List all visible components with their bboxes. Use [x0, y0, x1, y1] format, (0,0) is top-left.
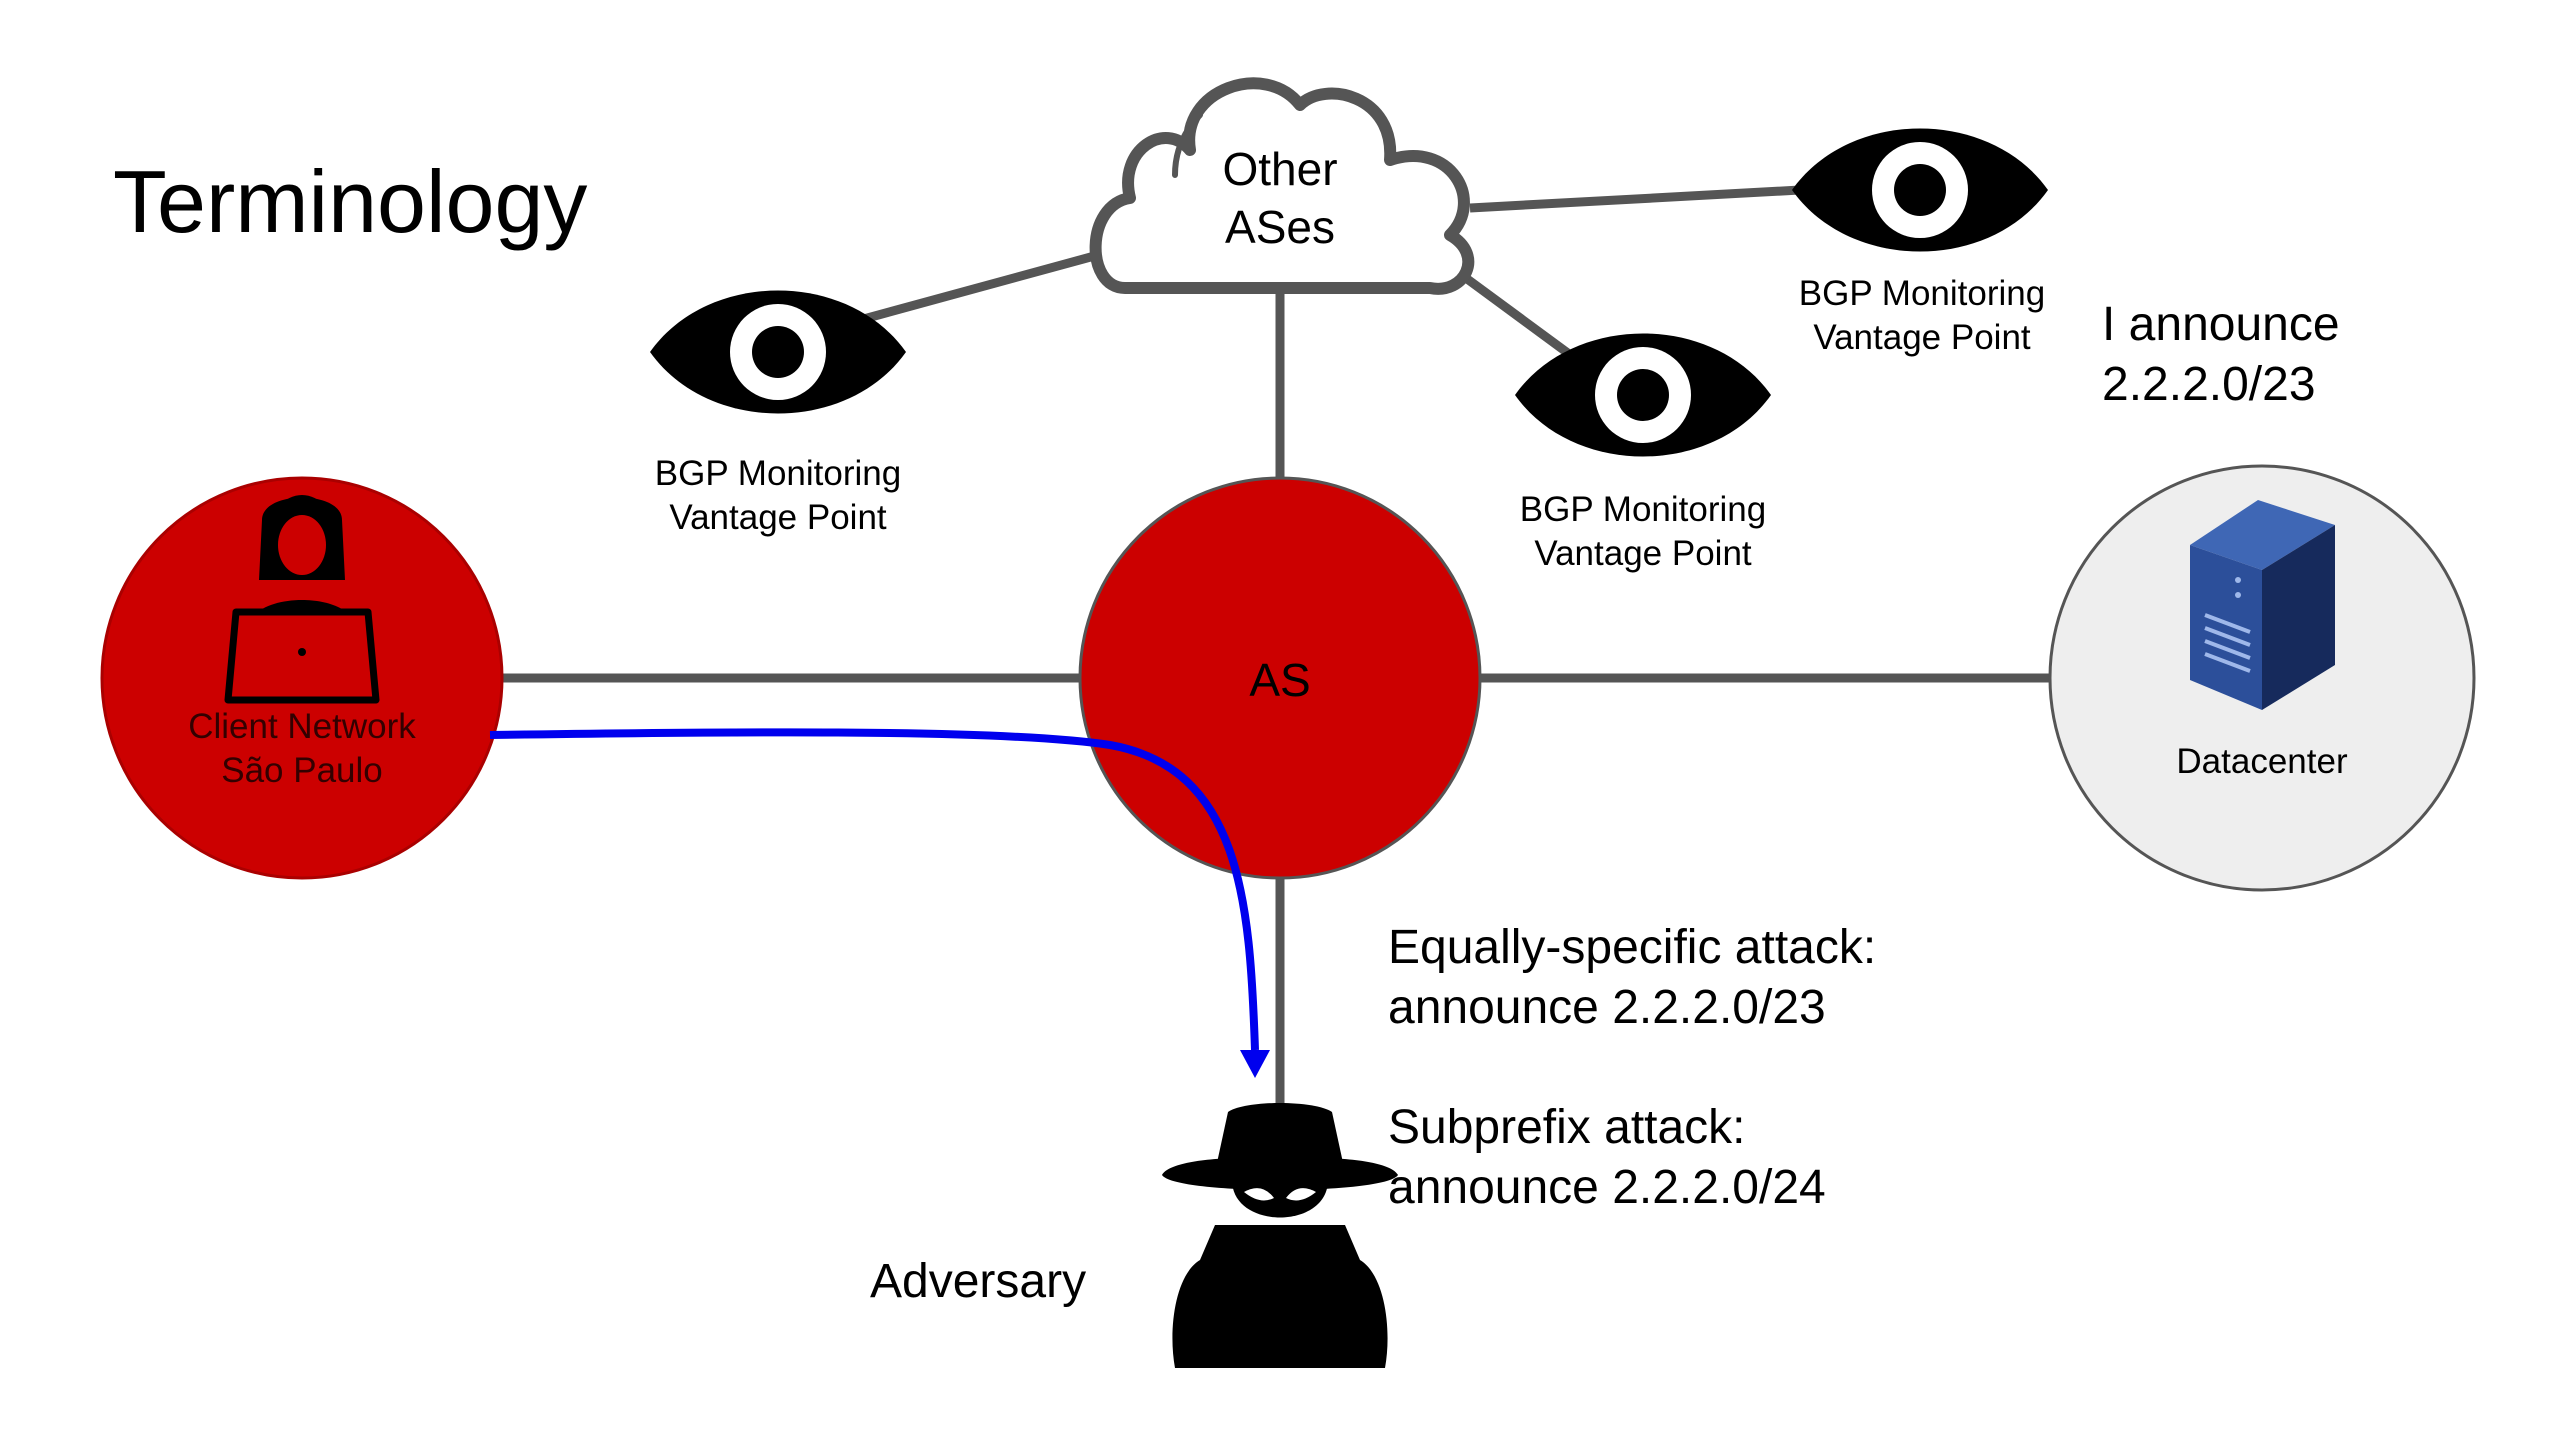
- vantage-point-label-line2: Vantage Point: [1813, 318, 2031, 357]
- vantage-point-label-left: BGP Monitoring Vantage Point: [598, 452, 958, 540]
- subprefix-attack-note: Subprefix attack: announce 2.2.2.0/24: [1388, 1098, 1826, 1218]
- attack-note-line1: Subprefix attack:: [1388, 1101, 1746, 1154]
- eye-icon: [1792, 128, 2048, 252]
- vantage-point-label-line2: Vantage Point: [1534, 534, 1752, 573]
- owner-announcement-line1: I announce: [2102, 298, 2340, 351]
- vantage-point-label-line2: Vantage Point: [669, 498, 887, 537]
- vantage-point-label-line1: BGP Monitoring: [1519, 490, 1767, 529]
- vantage-point-label-line1: BGP Monitoring: [654, 454, 902, 493]
- cloud-label: Other ASes: [1180, 140, 1380, 256]
- vantage-point-label-right: BGP Monitoring Vantage Point: [1742, 272, 2102, 360]
- page-title: Terminology: [113, 152, 588, 251]
- attack-note-line1: Equally-specific attack:: [1388, 921, 1877, 974]
- link-cloud-vp-left: [858, 250, 1100, 325]
- vantage-point-label-middle: BGP Monitoring Vantage Point: [1463, 488, 1823, 576]
- eye-icon: [650, 290, 906, 414]
- cloud-icon: [1089, 77, 1475, 295]
- client-network-label-line2: São Paulo: [221, 751, 383, 790]
- adversary-label: Adversary: [870, 1255, 1087, 1308]
- path-arrow: [489, 728, 1270, 1078]
- attack-note-line2: announce 2.2.2.0/23: [1388, 981, 1826, 1034]
- eye-icon: [1515, 333, 1771, 457]
- cloud-label-line2: ASes: [1225, 201, 1335, 253]
- attack-note-line2: announce 2.2.2.0/24: [1388, 1161, 1826, 1214]
- spy-icon: [1162, 1103, 1398, 1368]
- link-cloud-vp-middle: [1452, 266, 1583, 366]
- equally-specific-attack-note: Equally-specific attack: announce 2.2.2.…: [1388, 918, 1876, 1038]
- vantage-point-label-line1: BGP Monitoring: [1798, 274, 2046, 313]
- owner-announcement-line2: 2.2.2.0/23: [2102, 358, 2316, 411]
- cloud-label-line1: Other: [1222, 143, 1338, 195]
- as-label: AS: [1249, 654, 1311, 706]
- client-network-label: Client Network São Paulo: [142, 705, 462, 793]
- datacenter-label: Datacenter: [2176, 742, 2348, 781]
- owner-announcement: I announce 2.2.2.0/23: [2102, 295, 2340, 415]
- server-rack-icon: [2190, 500, 2335, 710]
- link-cloud-vp-right: [1469, 185, 1801, 213]
- client-network-label-line1: Client Network: [188, 707, 416, 746]
- user-laptop-icon: [224, 495, 380, 704]
- network-links: [500, 185, 2050, 1110]
